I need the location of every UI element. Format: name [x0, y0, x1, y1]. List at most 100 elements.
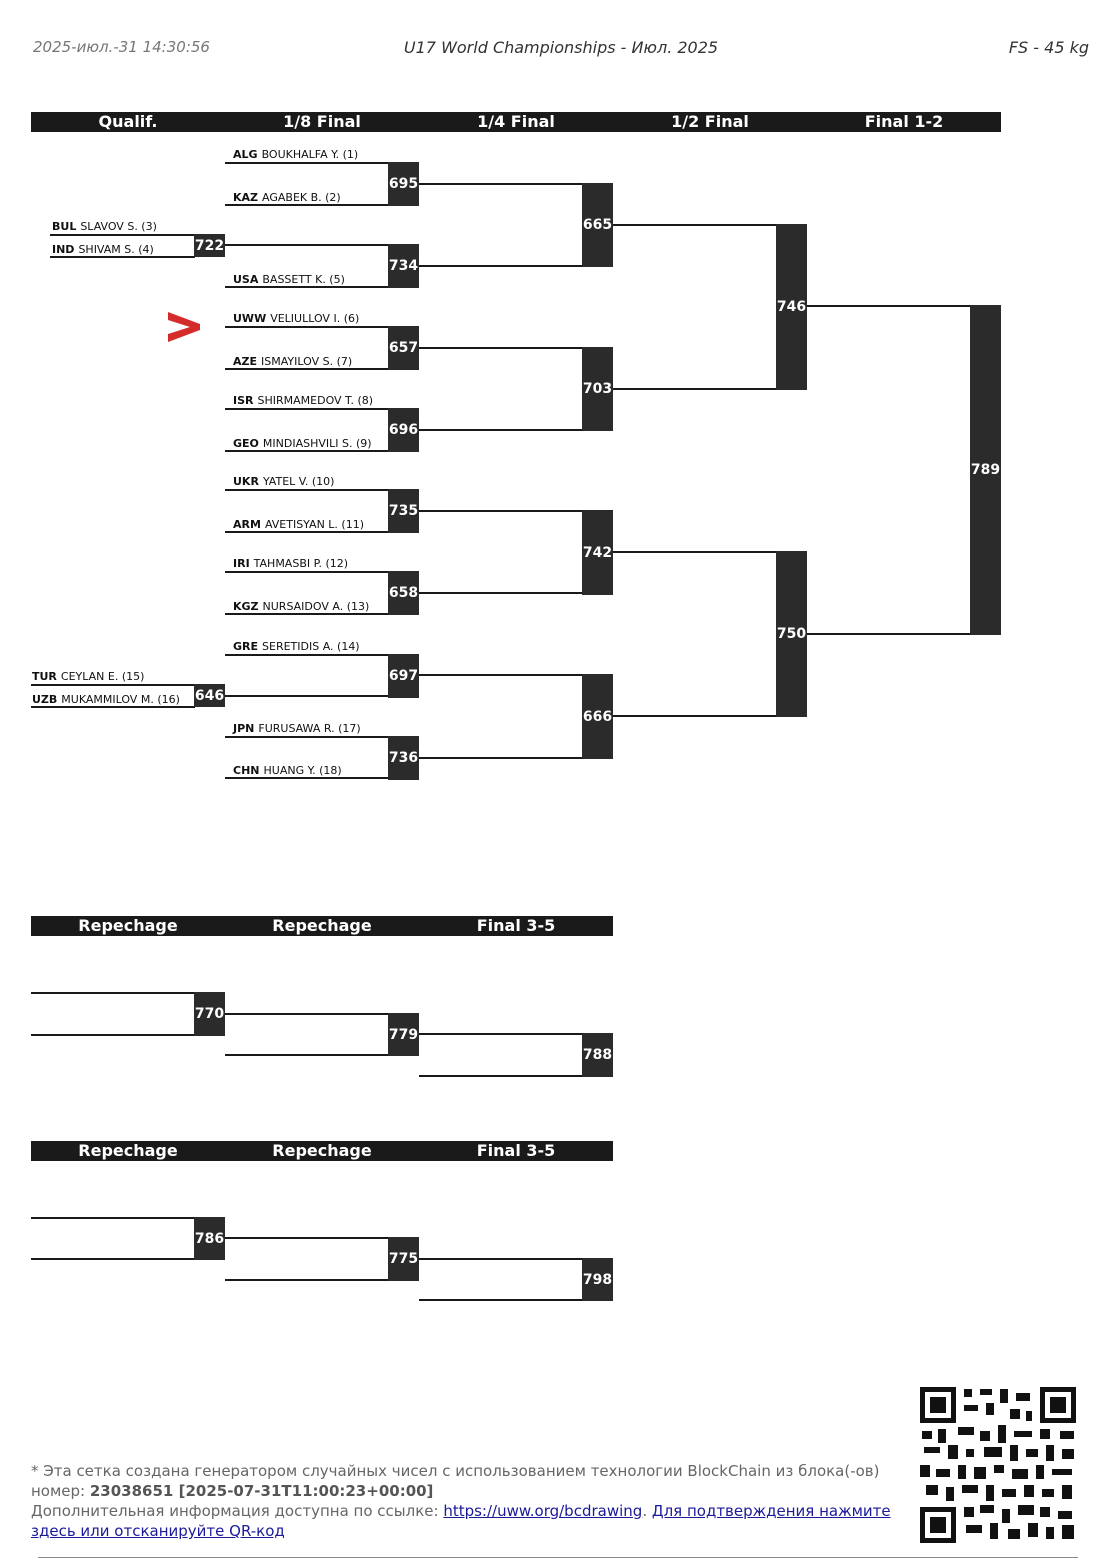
column-header-qualif: Qualif.: [98, 112, 158, 131]
bout-number[interactable]: 750: [776, 551, 807, 717]
bout-number[interactable]: 657: [388, 326, 419, 370]
country-code: IND: [52, 243, 75, 256]
column-header-repechage: Repechage: [272, 916, 372, 935]
bracket-line: [225, 204, 389, 206]
bout-number[interactable]: 775: [388, 1237, 419, 1281]
bout-number[interactable]: 697: [388, 654, 419, 698]
athlete-name: NURSAIDOV A. (13): [262, 600, 370, 613]
bracket-line: [419, 1299, 583, 1301]
bracket-line: [31, 1217, 195, 1219]
bout-number[interactable]: 734: [388, 244, 419, 288]
column-header-final-3-5: Final 3-5: [476, 916, 556, 935]
repechage-header-bar: [31, 1141, 613, 1161]
bout-number[interactable]: 646: [194, 684, 225, 707]
weight-category: FS - 45 kg: [1008, 38, 1089, 57]
bracket-line: [225, 1054, 389, 1056]
bout-number[interactable]: 703: [582, 347, 613, 431]
bracket-line: [225, 571, 389, 573]
country-code: JPN: [233, 722, 255, 735]
blockchain-disclaimer: * Эта сетка создана генератором случайны…: [31, 1462, 891, 1540]
athlete-name: SLAVOV S. (3): [80, 220, 157, 233]
bracket-line: [419, 1033, 583, 1035]
bracket-line: [225, 408, 389, 410]
athlete-name: MUKAMMILOV M. (16): [61, 693, 180, 706]
bout-number[interactable]: 789: [970, 305, 1001, 635]
bout-number[interactable]: 736: [388, 736, 419, 780]
country-code: CHN: [233, 764, 260, 777]
bout-number[interactable]: 742: [582, 510, 613, 595]
bracket-line: [613, 388, 777, 390]
bracket-line: [225, 531, 389, 533]
bracket-line: [613, 224, 777, 226]
country-code: KAZ: [233, 191, 259, 204]
bracket-line: [225, 1237, 389, 1239]
bout-number[interactable]: 770: [194, 992, 225, 1036]
info-text: Дополнительная информация доступна по сс…: [31, 1502, 444, 1520]
bout-number[interactable]: 788: [582, 1033, 613, 1077]
bout-number[interactable]: 798: [582, 1258, 613, 1301]
bracket-line: [419, 674, 583, 676]
bout-number[interactable]: 666: [582, 674, 613, 759]
column-header-1-4-final: 1/4 Final: [477, 112, 555, 131]
repechage-header-bar: [31, 916, 613, 936]
bout-number[interactable]: 658: [388, 571, 419, 615]
verify-link[interactable]: Для подтверждения нажмите здесь или отск…: [31, 1502, 891, 1540]
bracket-line: [419, 1075, 583, 1077]
bracket-line: [225, 1013, 389, 1015]
column-header-1-2-final: 1/2 Final: [671, 112, 749, 131]
bout-number[interactable]: 735: [388, 489, 419, 533]
column-header-repechage: Repechage: [272, 1141, 372, 1160]
athlete-name: CEYLAN E. (15): [60, 670, 145, 683]
bracket-line: [419, 183, 583, 185]
bracket-line: [225, 777, 389, 779]
bracket-line: [225, 654, 389, 656]
country-code: UWW: [233, 312, 267, 325]
country-code: USA: [233, 273, 259, 286]
country-code: ISR: [233, 394, 254, 407]
athlete-name: AGABEK B. (2): [262, 191, 341, 204]
bout-number[interactable]: 746: [776, 224, 807, 390]
bcdrawing-link[interactable]: https://uww.org/bcdrawing: [443, 1502, 643, 1520]
athlete-name: AVETISYAN L. (11): [264, 518, 364, 531]
athlete-name: ISMAYILOV S. (7): [261, 355, 353, 368]
column-header-repechage: Repechage: [78, 1141, 178, 1160]
country-code: AZE: [233, 355, 258, 368]
bout-number[interactable]: 722: [194, 234, 225, 257]
athlete-name: FURUSAWA R. (17): [258, 722, 361, 735]
bout-number[interactable]: 779: [388, 1013, 419, 1056]
athlete-name: SERETIDIS A. (14): [262, 640, 360, 653]
qr-code-icon[interactable]: [918, 1385, 1078, 1545]
bracket-line: [225, 244, 389, 246]
highlight-arrow-icon: [168, 312, 200, 342]
athlete-name: YATEL V. (10): [262, 475, 335, 488]
bracket-line: [31, 1034, 195, 1036]
disclaimer-text: * Эта сетка создана генератором случайны…: [31, 1462, 880, 1500]
bracket-line: [225, 326, 389, 328]
bout-number[interactable]: 696: [388, 408, 419, 452]
country-code: ALG: [233, 148, 258, 161]
bracket-line: [419, 429, 583, 431]
bracket-line: [225, 1279, 389, 1281]
bout-number[interactable]: 695: [388, 162, 419, 206]
bracket-line: [50, 256, 195, 258]
bracket-line: [50, 234, 195, 236]
bout-number[interactable]: 665: [582, 183, 613, 267]
country-code: UKR: [233, 475, 259, 488]
bracket-line: [31, 684, 195, 686]
bracket-line: [31, 1258, 195, 1260]
country-code: IRI: [233, 557, 250, 570]
athlete-name: BASSETT K. (5): [262, 273, 345, 286]
bout-number[interactable]: 786: [194, 1217, 225, 1260]
bracket-line: [419, 265, 583, 267]
country-code: ARM: [233, 518, 261, 531]
